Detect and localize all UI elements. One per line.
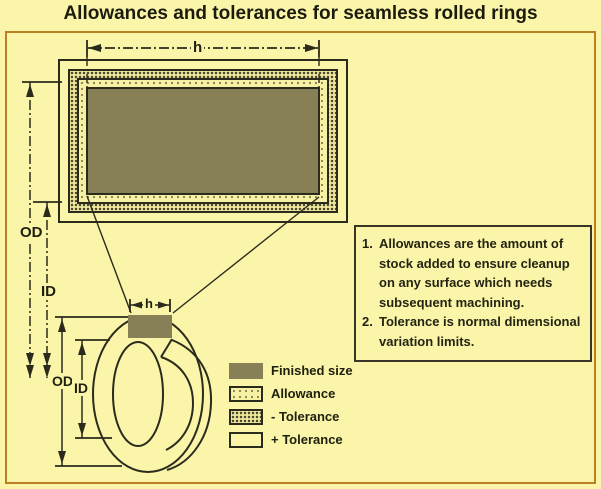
ring-front-inner-edge: [112, 341, 164, 447]
figure-title: Allowances and tolerances for seamless r…: [63, 3, 538, 24]
dimension-arrowheads: [26, 44, 318, 464]
legend-label: - Tolerance: [271, 409, 340, 424]
id-dim-label-ring: ID: [72, 380, 90, 396]
legend-label: Allowance: [271, 386, 336, 401]
id-dim-label-section: ID: [39, 283, 58, 300]
ring-cut-edge: [160, 338, 173, 358]
note-text: Tolerance is normal dimensional variatio…: [379, 314, 581, 349]
legend-item-plus-tolerance: + Tolerance: [229, 431, 353, 448]
legend-label: Finished size: [271, 363, 353, 378]
ring-finished-size-block: [128, 315, 172, 338]
finished-size-swatch: [229, 362, 263, 379]
notes-box: 1. Allowances are the amount of stock ad…: [354, 225, 592, 362]
finished-size-rect: [86, 87, 320, 195]
leader-line-right: [172, 196, 320, 314]
ring-od-ticks: [55, 316, 128, 467]
allowance-swatch: [229, 385, 263, 402]
note-item-1: 1. Allowances are the amount of stock ad…: [362, 234, 586, 312]
plus-tolerance-boundary-rect: [58, 59, 348, 223]
note-text: Allowances are the amount of stock added…: [379, 236, 570, 310]
figure-border-frame: [5, 31, 596, 484]
leader-line-left: [86, 195, 132, 314]
legend-label: + Tolerance: [271, 432, 343, 447]
legend-item-finished-size: Finished size: [229, 362, 353, 379]
od-dim-label-ring: OD: [50, 373, 75, 389]
note-item-2: 2. Tolerance is normal dimensional varia…: [362, 312, 586, 351]
h-dim-label-section: h: [191, 39, 205, 56]
legend: Finished size Allowance - Tolerance + To…: [229, 362, 353, 454]
legend-item-allowance: Allowance: [229, 385, 353, 402]
plus-tolerance-swatch: [229, 431, 263, 448]
od-dim-label-section: OD: [18, 224, 45, 241]
note-number: 1.: [362, 236, 373, 251]
ring-id-ticks: [75, 339, 112, 439]
ring-rear-outer-edge: [166, 339, 213, 471]
legend-item-minus-tolerance: - Tolerance: [229, 408, 353, 425]
minus-tolerance-swatch: [229, 408, 263, 425]
h-dim-label-ring: h: [143, 296, 155, 311]
note-number: 2.: [362, 314, 373, 329]
ring-rear-inner-edge: [160, 356, 195, 451]
